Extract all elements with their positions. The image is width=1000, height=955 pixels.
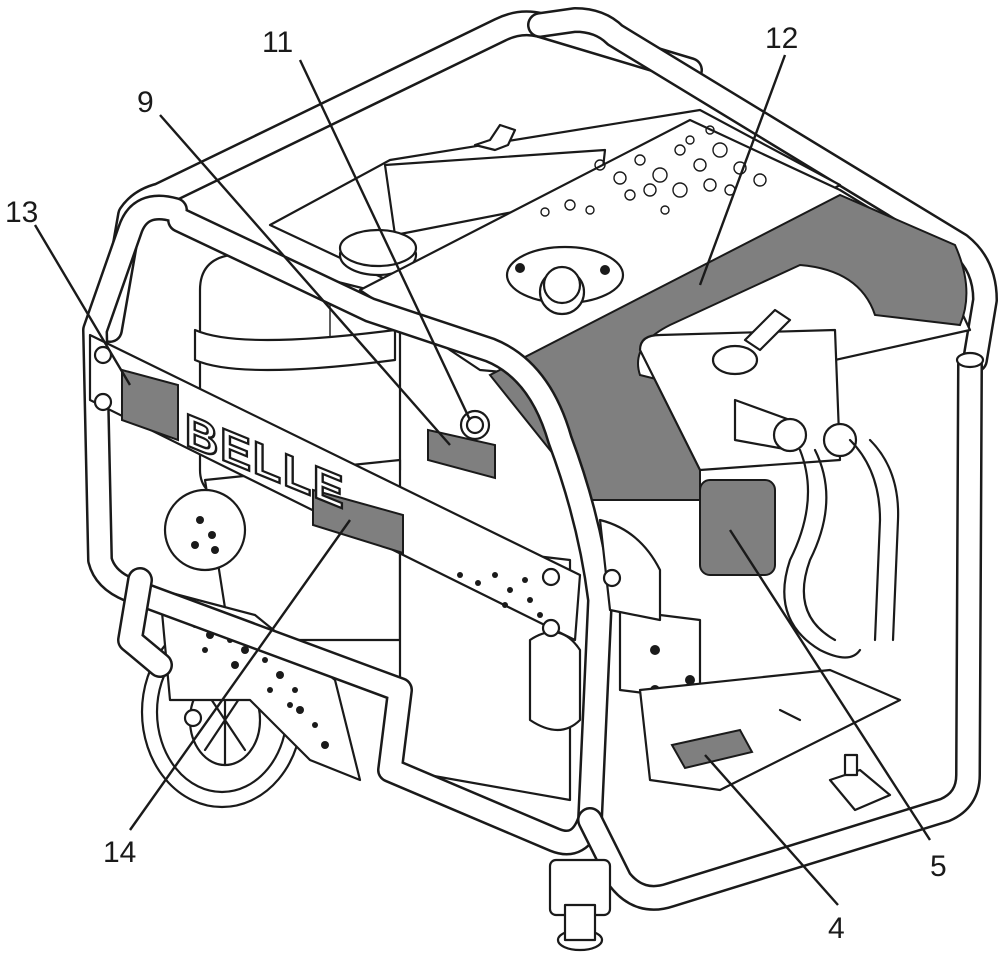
control-lever [743,308,792,352]
hoses [783,438,900,659]
control-knob [711,344,759,376]
callout-13: 13 [5,196,38,229]
front-label-panel-9 [427,428,496,480]
callout-12: 12 [765,22,798,55]
leader-5 [728,529,932,841]
callout-11: 11 [262,26,293,59]
base-label-panel [670,728,754,770]
leader-13 [33,224,132,386]
vent-holes [540,125,767,217]
callout-9: 9 [137,86,154,119]
leader-9 [159,114,451,446]
callout-14: 14 [103,836,136,869]
callout-labels: 11 12 9 13 14 4 5 [5,22,947,945]
feet [548,858,612,952]
flywheel-cover [163,488,247,572]
side-bracket [459,409,662,622]
leader-11 [298,59,472,421]
hose-coupler-1 [772,417,808,453]
top-label-panel [488,193,968,501]
leader-12 [698,54,787,286]
front-label-panel-14 [312,488,404,555]
leader-14 [129,519,351,831]
base-tray [638,668,902,812]
top-cover-plate [358,118,972,501]
callout-5: 5 [930,850,947,883]
leader-4 [704,754,839,906]
front-label-panel-13 [121,368,179,442]
oil-filter-label [699,479,776,576]
valve-block [638,308,858,576]
brand-bar: BELLE [88,333,582,642]
wheel-assembly [140,588,362,809]
axle-plate-holes [192,622,329,749]
brand-bar-holes [457,572,543,618]
tank-cap-handle [473,123,517,152]
callout-4: 4 [828,912,845,945]
hose-coupler-2 [822,422,858,458]
callout-leaders [33,54,932,906]
